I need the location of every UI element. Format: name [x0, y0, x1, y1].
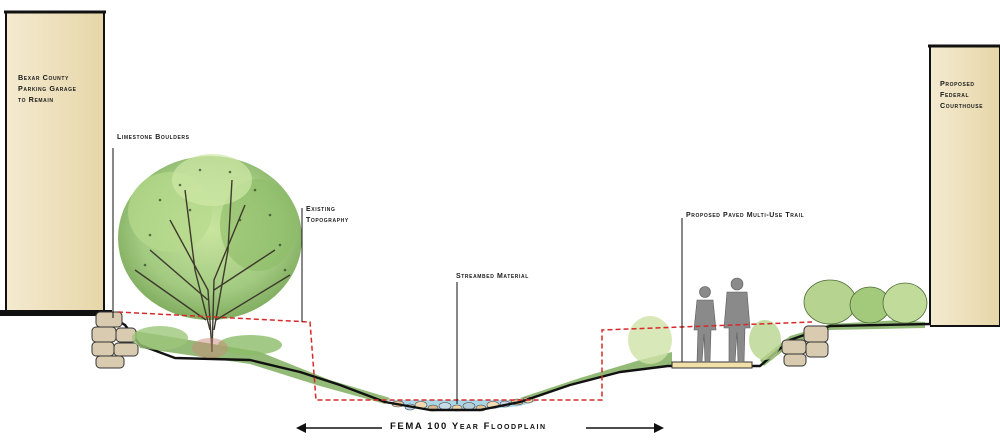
ground-fill — [0, 316, 930, 444]
floodplain-arrow — [296, 423, 664, 433]
streambed-stones — [391, 396, 534, 412]
shrubs-left — [132, 326, 282, 358]
multi-use-trail-label: Proposed Paved Multi-Use Trail — [686, 212, 805, 219]
limestone-boulders-right — [781, 325, 829, 367]
ground-profile — [109, 314, 931, 412]
floodplain-outline — [117, 311, 813, 401]
paved-trail — [671, 361, 753, 369]
shrubs-right — [628, 279, 928, 364]
left-building — [0, 10, 112, 316]
existing-topography-label: Existing Topography — [306, 206, 349, 224]
leader-lines — [103, 78, 931, 404]
limestone-boulders-label: Limestone Boulders — [117, 134, 190, 141]
right-building — [928, 44, 1000, 327]
tree — [118, 154, 302, 353]
left-building-label: Bexar County Parking Garage to Remain — [18, 73, 77, 104]
right-building-label: Proposed Federal Courthouse — [940, 79, 984, 110]
limestone-boulders-left — [91, 311, 139, 369]
people-figures — [693, 277, 751, 363]
streambed-material-label: Streambed Material — [456, 273, 529, 280]
floodplain-label: FEMA 100 Year Floodplain — [390, 421, 547, 432]
